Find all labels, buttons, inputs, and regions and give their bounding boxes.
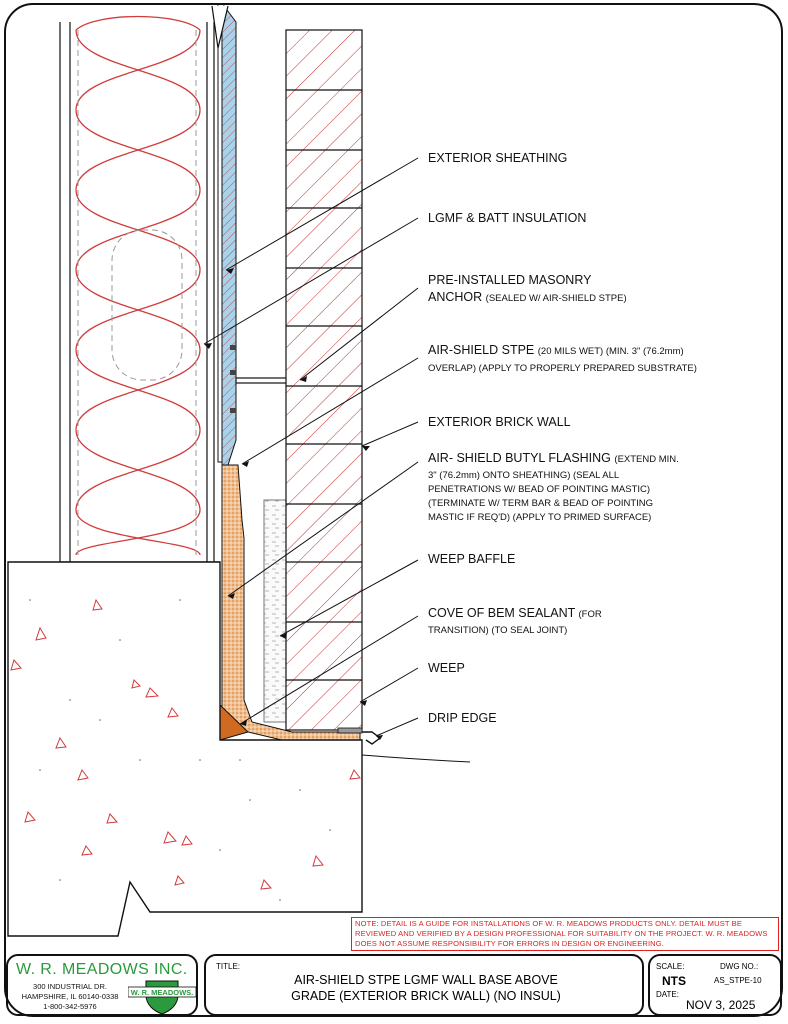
drawing-title: AIR-SHIELD STPE LGMF WALL BASE ABOVE GRA… — [206, 972, 646, 1004]
label-masonry-anchor-2: ANCHOR (SEALED W/ AIR-SHIELD STPE) — [428, 290, 627, 304]
drawing-info-block: SCALE: NTS DWG NO.: AS_STPE-10 DATE: NOV… — [648, 954, 782, 1016]
date-label: DATE: — [656, 990, 679, 999]
break-line-top — [211, 5, 229, 49]
leader-arrowheads — [204, 268, 383, 740]
phone-number: 1-800-342-5976 — [43, 1002, 97, 1011]
concrete-foundation — [7, 561, 363, 937]
dwg-value: AS_STPE-10 — [714, 976, 762, 985]
label-cove-1: COVE OF BEM SEALANT (FOR — [428, 606, 602, 620]
company-address: 300 INDUSTRIAL DR. HAMPSHIRE, IL 60140-0… — [12, 982, 128, 1012]
batt-insulation — [75, 15, 201, 556]
label-stpe-2: OVERLAP) (APPLY TO PROPERLY PREPARED SUB… — [428, 363, 697, 374]
label-lgmf-batt: LGMF & BATT INSULATION — [428, 211, 586, 225]
label-cove-2: TRANSITION) (TO SEAL JOINT) — [428, 625, 567, 636]
label-butyl-3: PENETRATIONS W/ BEAD OF POINTING MASTIC) — [428, 484, 650, 495]
svg-text:W. R. MEADOWS.: W. R. MEADOWS. — [131, 988, 194, 997]
label-butyl-1: AIR- SHIELD BUTYL FLASHING (EXTEND MIN. — [428, 451, 679, 465]
label-exterior-sheathing: EXTERIOR SHEATHING — [428, 151, 567, 165]
concrete-aggregate — [10, 598, 361, 890]
label-stpe-1: AIR-SHIELD STPE (20 MILS WET) (MIN. 3" (… — [428, 343, 684, 357]
dwg-label: DWG NO.: — [720, 962, 759, 971]
grade-line — [361, 754, 471, 763]
date-value: NOV 3, 2025 — [686, 998, 756, 1012]
label-weep-baffle: WEEP BAFFLE — [428, 552, 515, 566]
scale-value: NTS — [662, 974, 686, 988]
company-logo: W. R. MEADOWS. — [128, 980, 196, 1015]
label-weep: WEEP — [428, 661, 465, 675]
label-drip-edge: DRIP EDGE — [428, 711, 497, 725]
label-masonry-anchor-1: PRE-INSTALLED MASONRY — [428, 273, 592, 287]
label-butyl-2: 3" (76.2mm) ONTO SHEATHING) (SEAL ALL — [428, 470, 619, 481]
title-block: TITLE: AIR-SHIELD STPE LGMF WALL BASE AB… — [204, 954, 644, 1016]
sheet-border — [4, 3, 783, 1017]
disclaimer-note: NOTE: DETAIL IS A GUIDE FOR INSTALLATION… — [351, 917, 779, 951]
exterior-brick-wall — [285, 29, 363, 731]
address-line-2: HAMPSHIRE, IL 60140-0338 — [21, 992, 119, 1001]
label-butyl-4: (TERMINATE W/ TERM BAR & BEAD OF POINTIN… — [428, 498, 653, 509]
company-block: W. R. MEADOWS INC. 300 INDUSTRIAL DR. HA… — [6, 954, 198, 1016]
company-name: W. R. MEADOWS INC. — [16, 961, 188, 978]
label-brick-wall: EXTERIOR BRICK WALL — [428, 415, 571, 429]
scale-label: SCALE: — [656, 962, 685, 971]
title-line-1: AIR-SHIELD STPE LGMF WALL BASE ABOVE — [294, 973, 558, 987]
air-shield-stpe-membrane — [221, 4, 237, 466]
weep-baffle — [263, 499, 287, 723]
title-label: TITLE: — [216, 962, 241, 971]
leader-lines — [203, 157, 419, 737]
concrete-speckle — [29, 599, 331, 901]
title-line-2: GRADE (EXTERIOR BRICK WALL) (NO INSUL) — [291, 989, 561, 1003]
address-line-1: 300 INDUSTRIAL DR. — [33, 982, 107, 991]
stud-dashed-outline — [77, 30, 197, 555]
label-butyl-5: MASTIC IF REQ'D) (APPLY TO PRIMED SURFAC… — [428, 512, 651, 523]
